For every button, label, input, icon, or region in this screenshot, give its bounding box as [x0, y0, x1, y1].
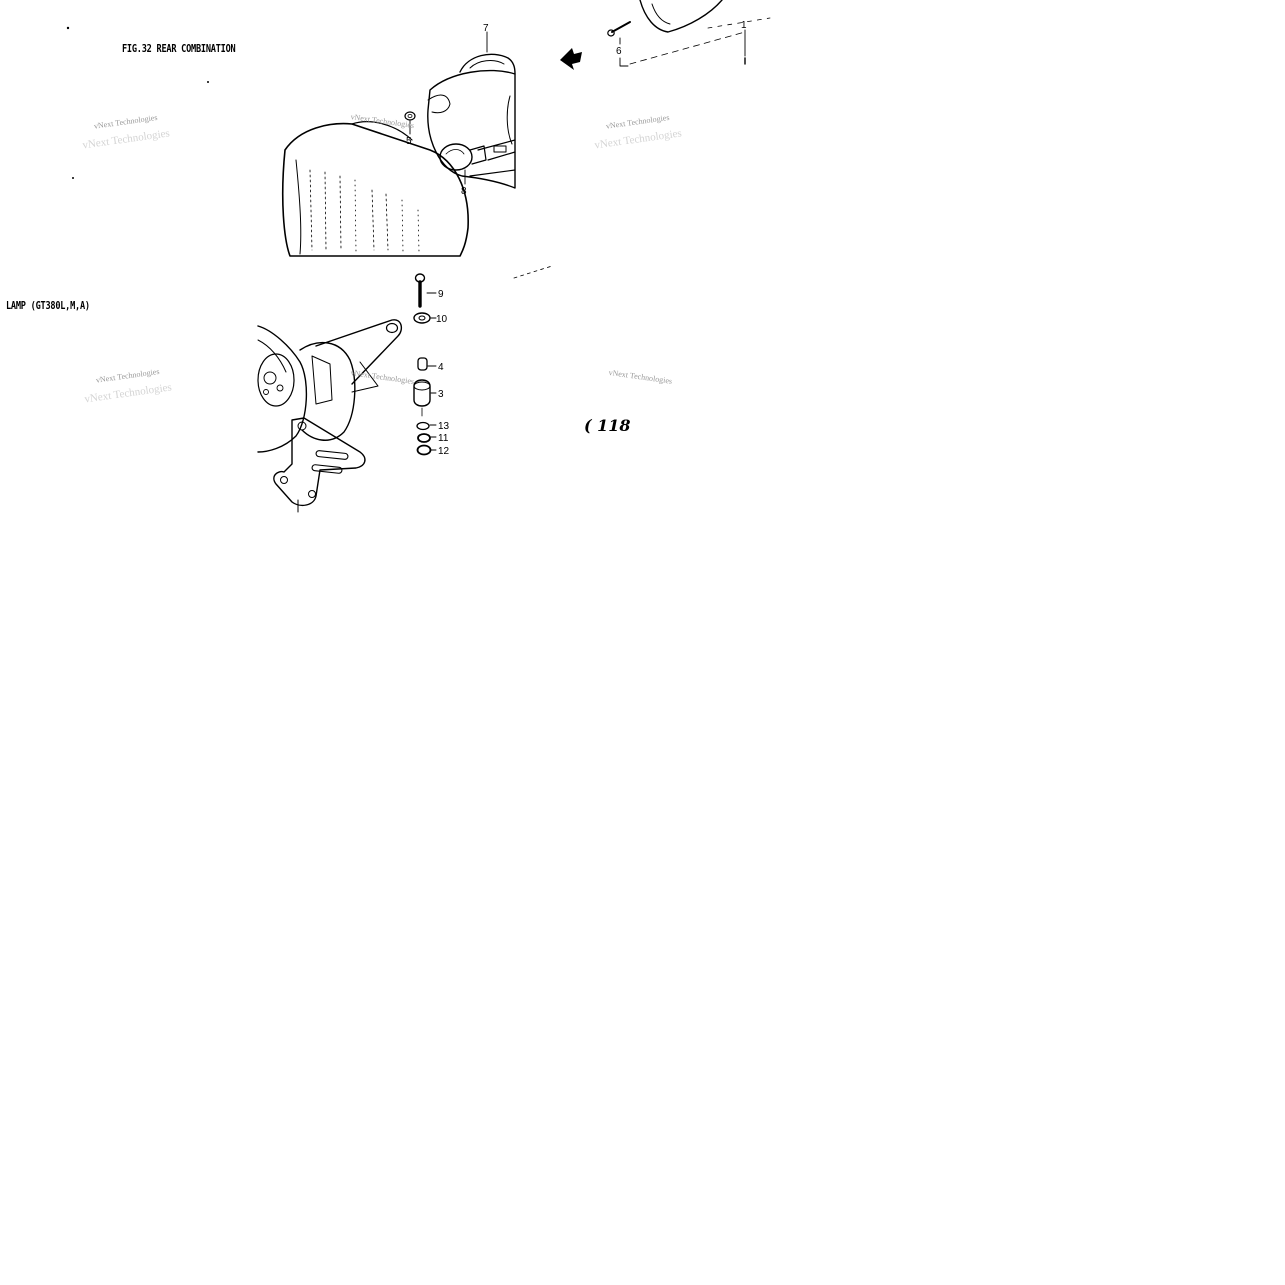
- watermarks: vNext Technologies vNext Technologies vN…: [82, 112, 683, 406]
- callout-11: 11: [438, 433, 449, 444]
- page-number: ( 118: [584, 416, 631, 435]
- figure-subtitle: LAMP (GT380L,M,A): [6, 299, 90, 312]
- callout-7: 7: [483, 23, 489, 34]
- watermark-5: vNext Technologies: [350, 368, 415, 386]
- watermark-1: vNext Technologies vNext Technologies: [82, 113, 171, 152]
- watermark-text-1: vNext Technologies: [93, 113, 158, 131]
- callout-6: 6: [616, 46, 622, 57]
- callout-8: 8: [461, 186, 467, 197]
- watermark-ghost-1: vNext Technologies: [82, 127, 171, 151]
- callout-10: 10: [436, 314, 448, 325]
- lamp-lens-illustration: [66, 26, 553, 279]
- callout-13: 13: [438, 421, 450, 432]
- watermark-text-2: vNext Technologies: [605, 113, 670, 131]
- callout-9: 9: [438, 289, 444, 300]
- callout-labels: 7 5 8 6 1 9 10 4 3 13 11 12: [406, 20, 747, 457]
- watermark-text-6: vNext Technologies: [608, 368, 673, 386]
- watermark-text-4: vNext Technologies: [95, 367, 160, 385]
- callout-3: 3: [438, 389, 444, 400]
- watermark-6: vNext Technologies: [608, 368, 673, 386]
- watermark-ghost-2: vNext Technologies: [594, 127, 683, 151]
- callout-1: 1: [741, 20, 747, 31]
- mounting-bracket-illustration: [257, 273, 437, 513]
- page-number-value: 118: [597, 416, 631, 435]
- callout-12: 12: [438, 446, 450, 457]
- screw-and-lens-edge-illustration: [560, 0, 771, 70]
- watermark-ghost-4: vNext Technologies: [84, 381, 173, 405]
- watermark-4: vNext Technologies vNext Technologies: [84, 367, 173, 406]
- watermark-2: vNext Technologies vNext Technologies: [594, 113, 683, 152]
- callout-5: 5: [406, 136, 412, 147]
- figure-title: FIG.32 REAR COMBINATION: [122, 42, 236, 55]
- watermark-text-5: vNext Technologies: [350, 368, 415, 386]
- callout-4: 4: [438, 362, 444, 373]
